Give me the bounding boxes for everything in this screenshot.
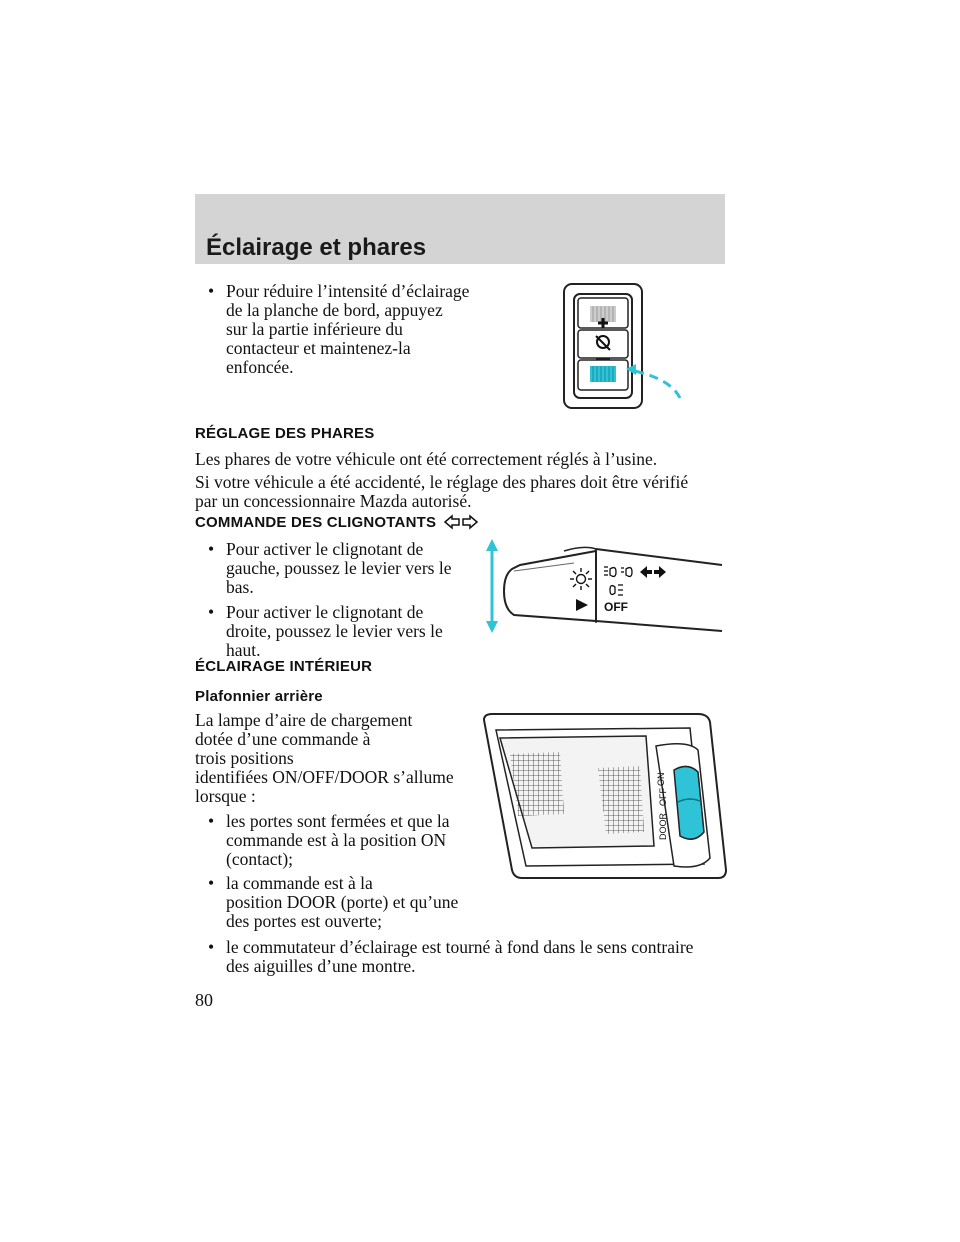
- bullet-dot: •: [208, 811, 215, 831]
- turn-bullet-1-line-3: bas.: [226, 577, 254, 597]
- page-title: Éclairage et phares: [206, 234, 427, 261]
- dimmer-line-5: enfoncée.: [226, 357, 294, 377]
- bullet-dot: •: [208, 937, 215, 957]
- turn-signal-heading-text: COMMANDE DES CLIGNOTANTS: [195, 514, 437, 531]
- interior-bullet-2-line-2: position DOOR (porte) et qu’une: [226, 892, 459, 912]
- switch-on-label: ON: [656, 773, 666, 787]
- turn-bullet-1-line-2: gauche, poussez le levier vers le: [226, 558, 452, 578]
- interior-lighting-heading: ÉCLAIRAGE INTÉRIEUR: [195, 658, 373, 675]
- rear-dome-lamp-subheading: Plafonnier arrière: [195, 688, 323, 705]
- page-number: 80: [195, 990, 213, 1010]
- bullet-dot: •: [208, 539, 215, 559]
- interior-bullet-2-line-1: la commande est à la: [226, 873, 373, 893]
- interior-intro-line-4: identifiées ON/OFF/DOOR s’allume: [195, 767, 454, 787]
- turn-bullet-2-line-2: droite, poussez le levier vers le: [226, 621, 443, 641]
- interior-intro-line-3: trois positions: [195, 748, 294, 768]
- interior-intro-line-1: La lampe d’aire de chargement: [195, 710, 413, 730]
- bullet-dot: •: [208, 602, 215, 622]
- interior-bullet-1-line-2: commande est à la position ON: [226, 830, 447, 850]
- turn-signal-lever-illustration: OFF: [486, 539, 723, 633]
- interior-intro-line-5: lorsque :: [195, 786, 256, 806]
- interior-bullet-2-line-3: des portes est ouverte;: [226, 911, 382, 931]
- section-header-band: [195, 194, 725, 264]
- interior-bullet-3-line-2: des aiguilles d’une montre.: [226, 956, 416, 976]
- dimmer-line-3: sur la partie inférieure du: [226, 319, 403, 339]
- dimmer-line-4: contacteur et maintenez-la: [226, 338, 411, 358]
- turn-bullet-2-line-3: haut.: [226, 640, 261, 660]
- headlamp-aim-para-2-line-1: Si votre véhicule a été accidenté, le ré…: [195, 472, 689, 492]
- interior-bullet-1-line-3: (contact);: [226, 849, 294, 869]
- dimmer-switch-illustration: [563, 283, 682, 409]
- bullet-dot: •: [208, 281, 215, 301]
- dimmer-line-2: de la planche de bord, appuyez: [226, 300, 443, 320]
- switch-door-label: DOOR: [658, 812, 668, 840]
- cargo-lamp-illustration: DOOR OFF ON: [482, 713, 728, 879]
- headlamp-aim-para-1: Les phares de votre véhicule ont été cor…: [195, 449, 658, 469]
- turn-bullet-2-line-1: Pour activer le clignotant de: [226, 602, 424, 622]
- headlamp-aim-heading: RÉGLAGE DES PHARES: [195, 425, 375, 442]
- interior-bullet-1-line-1: les portes sont fermées et que la: [226, 811, 450, 831]
- interior-bullet-3-line-1: le commutateur d’éclairage est tourné à …: [226, 937, 694, 957]
- turn-signal-arrows-icon: [443, 514, 478, 530]
- interior-intro-line-2: dotée d’une commande à: [195, 729, 371, 749]
- bullet-dot: •: [208, 873, 215, 893]
- dimmer-line-1: Pour réduire l’intensité d’éclairage: [226, 281, 470, 301]
- headlamp-aim-para-2-line-2: par un concessionnaire Mazda autorisé.: [195, 491, 472, 511]
- switch-off-label: OFF: [658, 788, 668, 806]
- turn-bullet-1-line-1: Pour activer le clignotant de: [226, 539, 424, 559]
- turn-signal-heading: COMMANDE DES CLIGNOTANTS: [195, 514, 479, 531]
- lever-off-label: OFF: [604, 600, 628, 614]
